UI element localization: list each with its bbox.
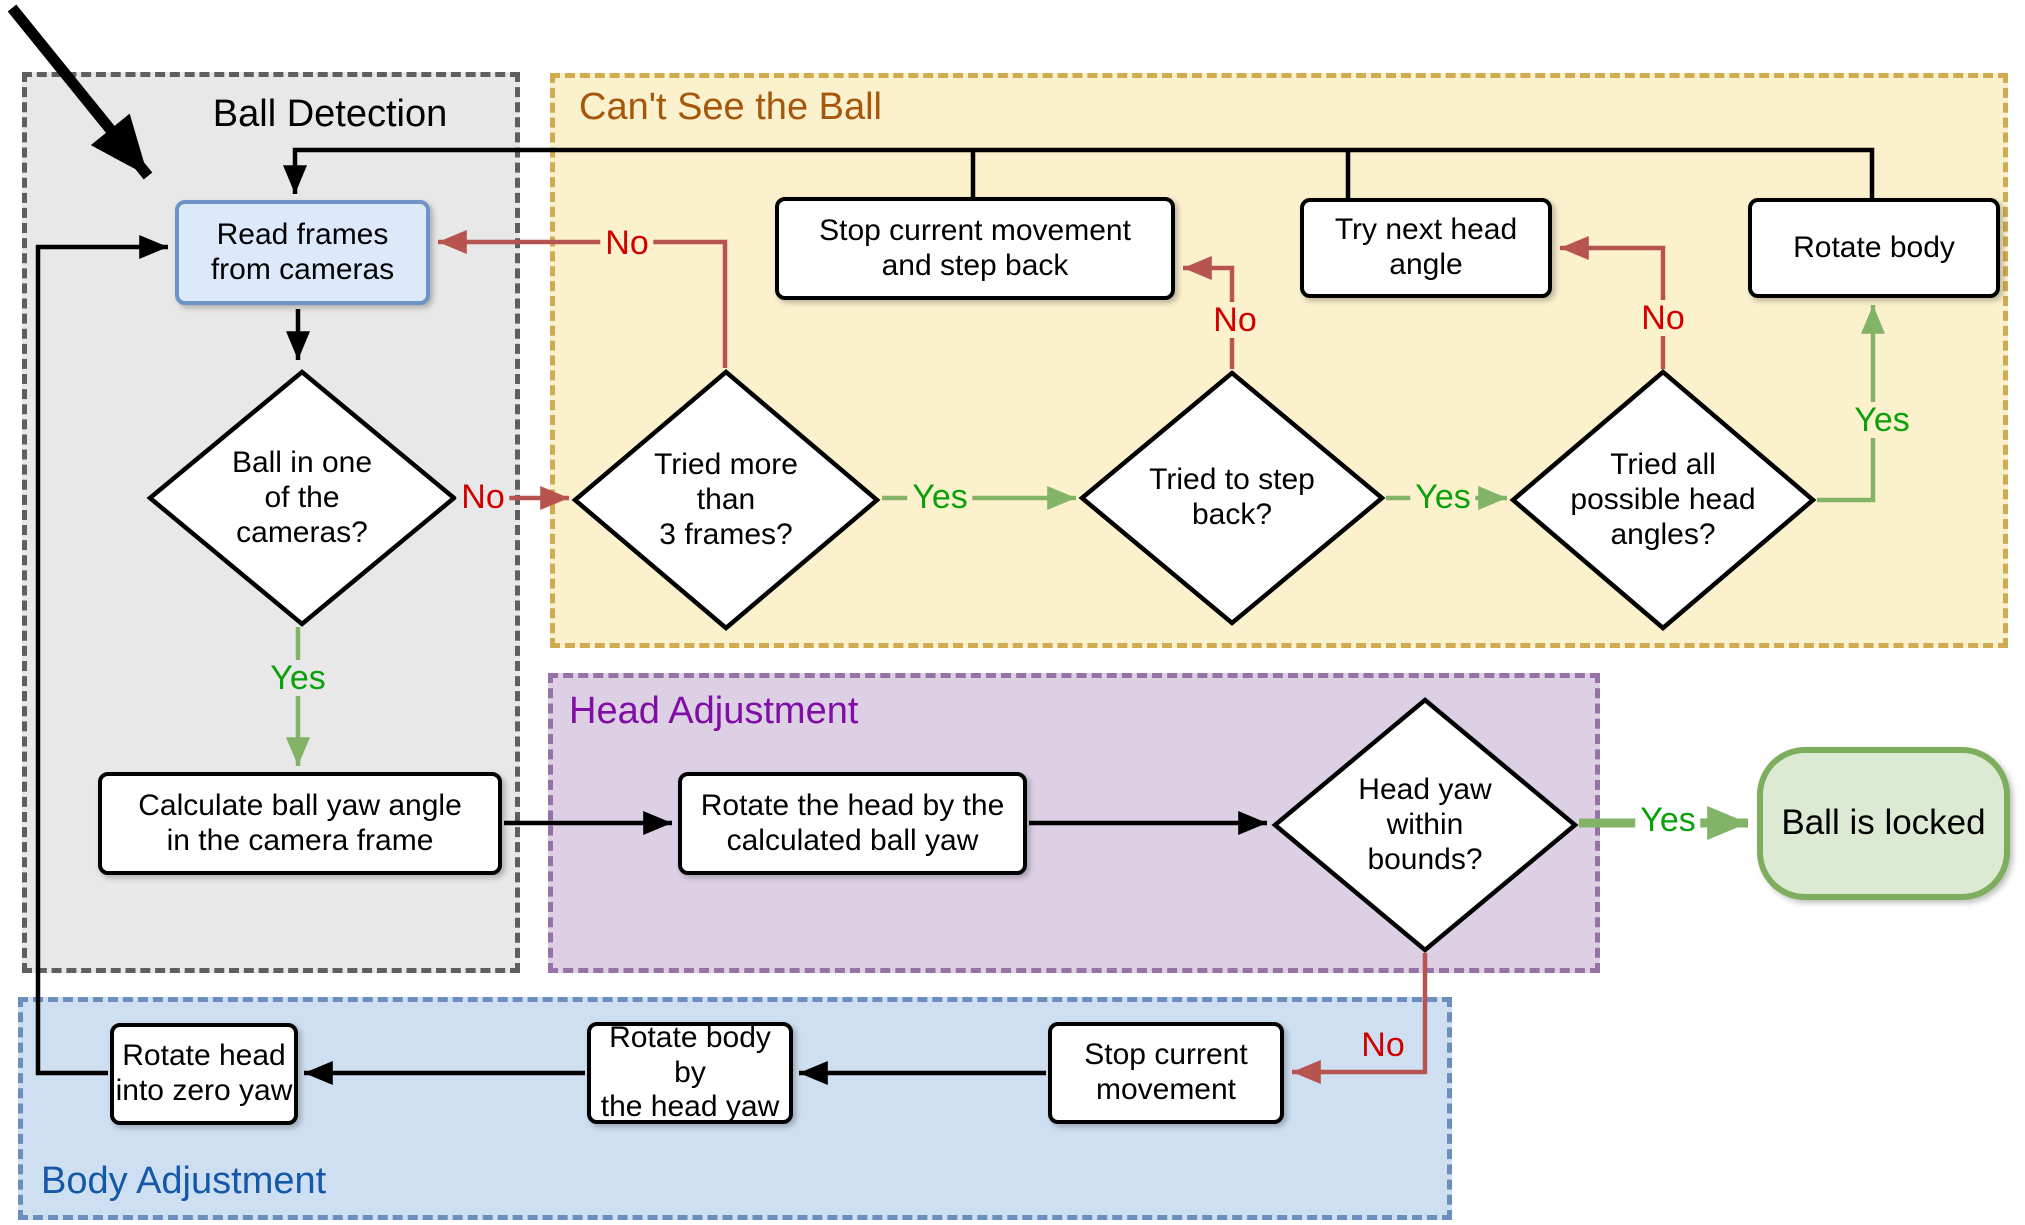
decision-tried-all-angles-label: Tried all possible head angles?: [1570, 447, 1756, 551]
edge-label-stepback-no: No: [1208, 302, 1262, 338]
edge-label-bounds-no: No: [1356, 1027, 1410, 1063]
node-rotate-head-by-yaw: Rotate the head by the calculated ball y…: [678, 772, 1027, 875]
node-stop-current: Stop current movement: [1048, 1022, 1284, 1124]
node-stop-step-back: Stop current movement and step back: [775, 197, 1175, 300]
region-cant-see-the-ball: Can't See the Ball: [550, 73, 2008, 648]
decision-tried-step-back-label: Tried to step back?: [1149, 463, 1315, 531]
node-calc-yaw: Calculate ball yaw angle in the camera f…: [98, 772, 502, 875]
edge-label-angles-yes: Yes: [1849, 402, 1915, 438]
decision-head-yaw-bounds-label: Head yaw within bounds?: [1358, 772, 1492, 876]
node-rotate-body: Rotate body: [1748, 198, 2000, 298]
edge-label-stepback-yes: Yes: [1410, 479, 1476, 515]
node-rotate-body-by-head: Rotate body by the head yaw: [587, 1021, 793, 1124]
decision-ball-in-cameras-label: Ball in one of the cameras?: [231, 445, 373, 549]
edge-label-frames-yes: Yes: [907, 479, 973, 515]
edge-label-bounds-yes: Yes: [1635, 802, 1701, 838]
region-title-ball-detection: Ball Detection: [212, 93, 448, 135]
node-ball-locked: Ball is locked: [1757, 747, 2010, 900]
region-title-cant-see-the-ball: Can't See the Ball: [579, 86, 882, 128]
edge-label-ball-yes: Yes: [265, 660, 331, 696]
region-title-body-adjustment: Body Adjustment: [41, 1160, 327, 1202]
region-title-head-adjustment: Head Adjustment: [569, 690, 859, 732]
node-read-frames: Read frames from cameras: [175, 200, 430, 305]
edge-label-ball-no: No: [456, 479, 510, 515]
node-rotate-head-zero: Rotate head into zero yaw: [110, 1023, 298, 1125]
edge-label-frames-no: No: [600, 225, 654, 261]
edge-label-angles-no: No: [1636, 300, 1690, 336]
decision-tried-frames-label: Tried more than 3 frames?: [654, 447, 798, 551]
node-try-next-angle: Try next head angle: [1300, 198, 1552, 298]
